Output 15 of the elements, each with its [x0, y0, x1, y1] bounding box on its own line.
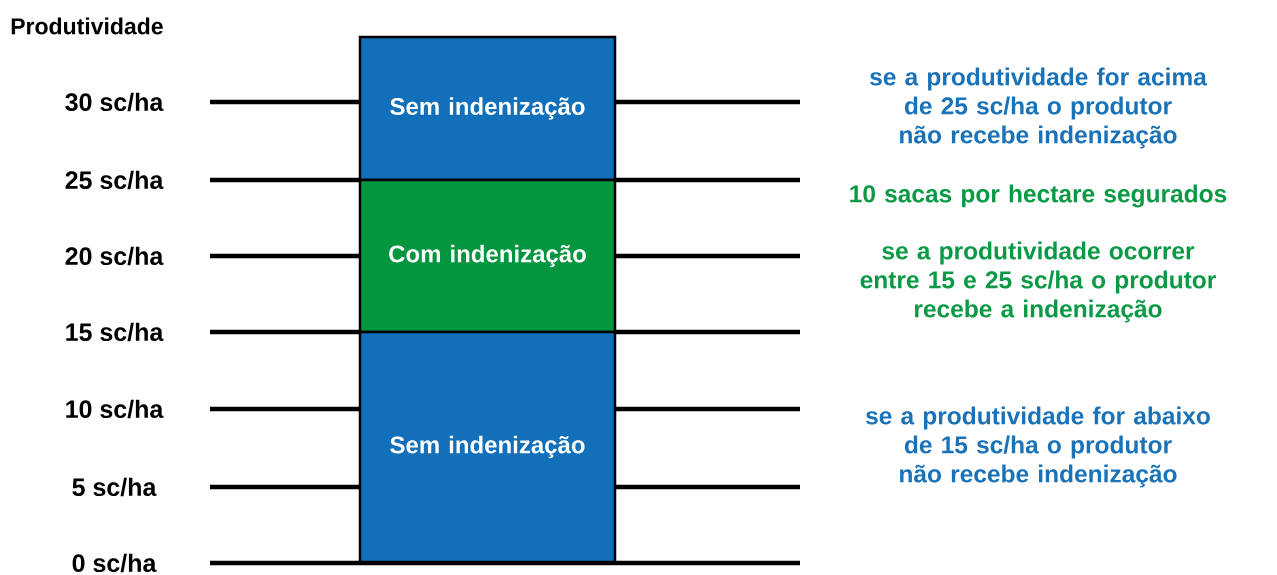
tick-label: 15 sc/ha [66, 322, 164, 342]
range-box: Com indenização [358, 178, 617, 334]
tick-label: 0 sc/ha [72, 553, 157, 573]
note-text: se a produtividade for acima de 25 sc/ha o produtor não recebe indenização [870, 67, 1207, 149]
range-box: Sem indenização [358, 330, 617, 564]
tick-label: 20 sc/ha [65, 246, 164, 266]
note-text: 10 sacas por hectare segurados [850, 184, 1227, 208]
note-text: se a produtividade ocorrer entre 15 e 25 sc/ha o produtor recebe a indenização [860, 241, 1216, 323]
axis-title: Produtividade [11, 17, 163, 35]
tick-label: 25 sc/ha [65, 170, 164, 190]
tick-label: 10 sc/ha [66, 399, 164, 419]
range-box: Sem indenização [358, 35, 617, 182]
tick-label: 5 sc/ha [72, 477, 157, 497]
note-text: se a produtividade for abaixo de 15 sc/ha o produtor não recebe indenização [865, 406, 1210, 488]
tick-label: 30 sc/ha [65, 92, 164, 112]
